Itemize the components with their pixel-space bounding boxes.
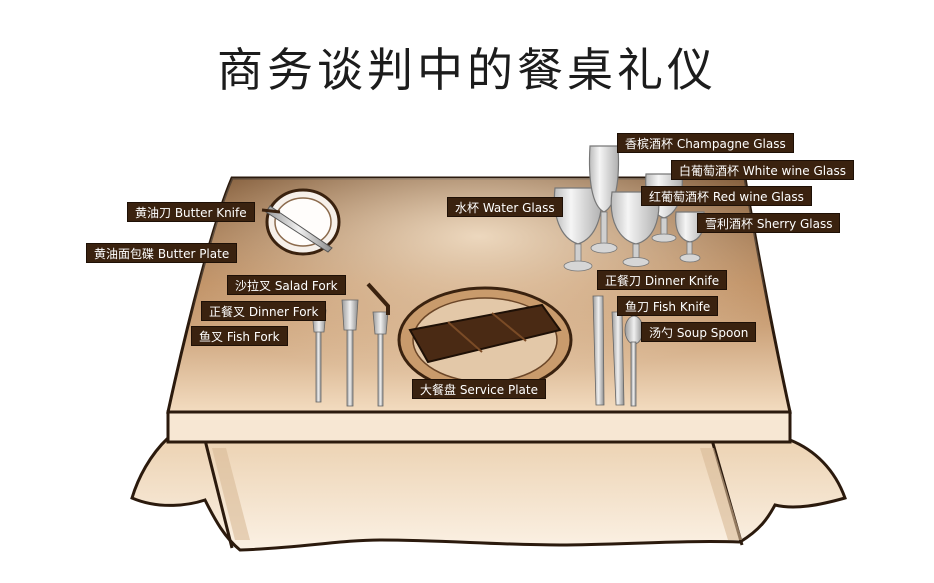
cloth-shade-right	[700, 448, 742, 540]
label-dinner-knife: 正餐刀 Dinner Knife	[597, 270, 728, 290]
page-title: 商务谈判中的餐桌礼仪	[217, 43, 717, 97]
napkin-fold-2	[491, 312, 527, 342]
napkin	[408, 303, 562, 364]
label-water-glass: 水杯 Water Glass	[447, 197, 563, 217]
label-dinner-fork: 正餐叉 Dinner Fork	[201, 301, 327, 321]
label-fish-fork: 鱼叉 Fish Fork	[191, 326, 288, 346]
water-glass-shape	[553, 187, 603, 272]
label-white-wine-glass: 白葡萄酒杯 White wine Glass	[671, 160, 854, 180]
table-cloth	[130, 436, 847, 552]
label-champagne-glass: 香槟酒杯 Champagne Glass	[617, 133, 794, 153]
label-sherry-glass: 雪利酒杯 Sherry Glass	[697, 213, 841, 233]
salad-fork-shape	[372, 311, 389, 407]
label-salad-fork: 沙拉叉 Salad Fork	[227, 275, 346, 295]
label-soup-spoon: 汤勺 Soup Spoon	[641, 322, 757, 342]
cloth-shade	[212, 448, 250, 540]
label-butter-plate: 黄油面包碟 Butter Plate	[86, 243, 238, 263]
leader-salad-fork	[366, 282, 390, 315]
label-red-wine-glass: 红葡萄酒杯 Red wine Glass	[641, 186, 812, 206]
label-fish-knife: 鱼刀 Fish Knife	[617, 296, 719, 316]
butter-plate-rim	[274, 197, 332, 247]
soup-spoon-shape	[624, 315, 644, 407]
table-front-edge	[166, 410, 792, 444]
leader-butter-knife	[261, 208, 281, 214]
cloth-fold-left	[203, 439, 234, 549]
napkin-fold-1	[447, 321, 483, 353]
dinner-knife-shape	[592, 295, 605, 406]
dinner-fork-shape	[341, 299, 359, 407]
label-service-plate: 大餐盘 Service Plate	[412, 379, 546, 399]
label-butter-knife: 黄油刀 Butter Knife	[127, 202, 255, 222]
